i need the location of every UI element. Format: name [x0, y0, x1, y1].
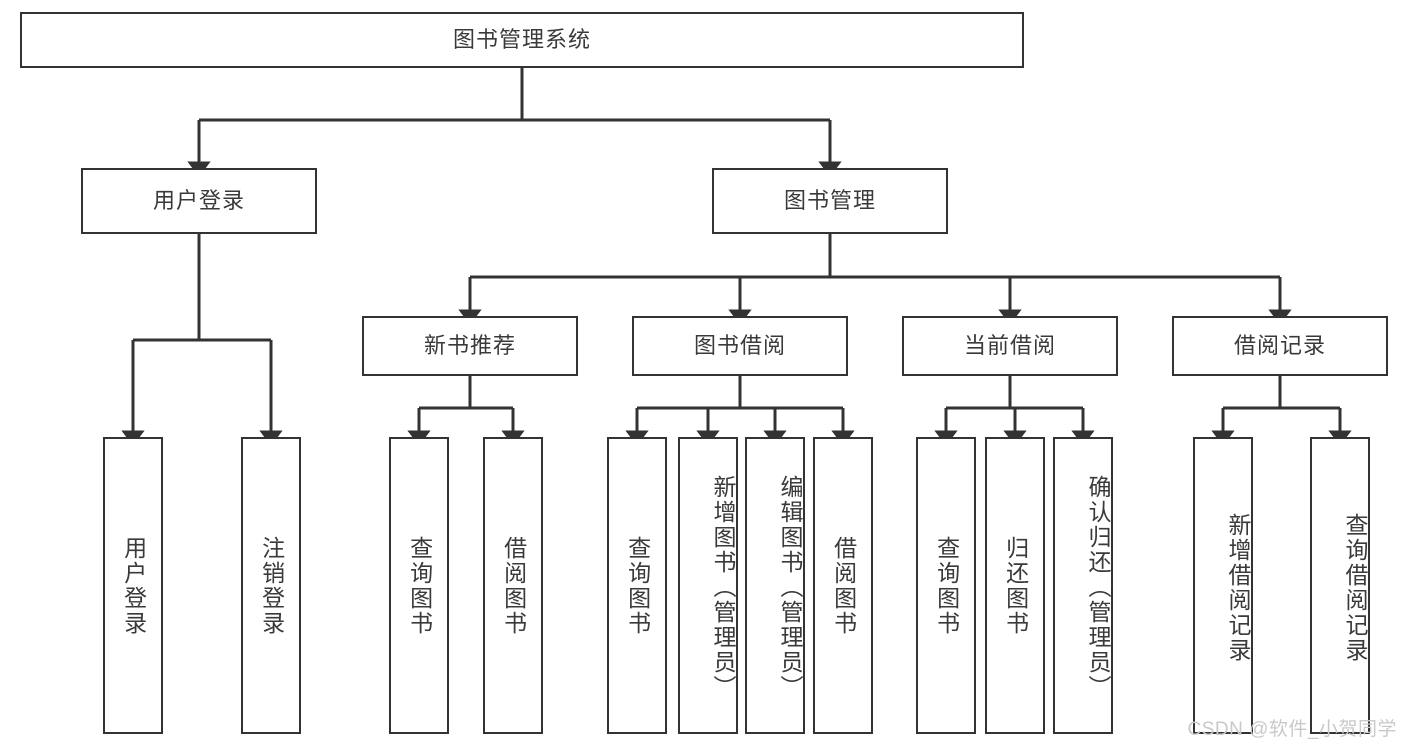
node-user-login[interactable]: 用户登录	[81, 168, 317, 234]
node-label: 借阅图书	[830, 535, 857, 636]
node-label: 归还图书	[1002, 535, 1029, 636]
node-leaf-bb-query[interactable]: 查询图书	[607, 437, 667, 734]
node-label: 借阅图书	[500, 535, 527, 636]
edge-group	[121, 68, 1352, 446]
node-leaf-cb-return[interactable]: 归还图书	[985, 437, 1045, 734]
node-label: 新增图书（管理员）	[710, 475, 736, 700]
node-leaf-bb-add[interactable]: 新增图书（管理员）	[678, 437, 738, 734]
node-label: 新书推荐	[423, 333, 516, 359]
node-label: 查询图书	[406, 535, 433, 636]
node-book-borrow[interactable]: 图书借阅	[632, 316, 848, 376]
node-book-mgmt[interactable]: 图书管理	[712, 168, 948, 234]
node-leaf-rec-query[interactable]: 查询图书	[389, 437, 449, 734]
node-label: 确认归还（管理员）	[1085, 475, 1111, 700]
node-label: 查询借阅记录	[1342, 512, 1368, 663]
node-label: 新增借阅记录	[1225, 512, 1251, 663]
node-leaf-cb-query[interactable]: 查询图书	[916, 437, 976, 734]
node-leaf-user-login[interactable]: 用户登录	[103, 437, 163, 734]
node-root[interactable]: 图书管理系统	[20, 12, 1024, 68]
node-borrow-record[interactable]: 借阅记录	[1172, 316, 1388, 376]
node-leaf-br-query[interactable]: 查询借阅记录	[1310, 437, 1370, 734]
node-leaf-bb-edit[interactable]: 编辑图书（管理员）	[745, 437, 805, 734]
node-leaf-bb-borrow[interactable]: 借阅图书	[813, 437, 873, 734]
node-label: 图书管理	[783, 188, 876, 214]
node-leaf-cb-confirm[interactable]: 确认归还（管理员）	[1053, 437, 1113, 734]
node-label: 编辑图书（管理员）	[777, 475, 803, 700]
node-leaf-logout[interactable]: 注销登录	[241, 437, 301, 734]
node-leaf-rec-borrow[interactable]: 借阅图书	[483, 437, 543, 734]
node-label: 注销登录	[258, 535, 285, 636]
watermark: CSDN @软件_小贺同学	[1187, 719, 1397, 740]
node-label: 当前借阅	[963, 333, 1056, 359]
node-label: 查询图书	[933, 535, 960, 636]
node-new-book-rec[interactable]: 新书推荐	[362, 316, 578, 376]
node-label: 查询图书	[624, 535, 651, 636]
node-label: 借阅记录	[1233, 333, 1326, 359]
node-label: 用户登录	[120, 535, 147, 636]
node-current-borrow[interactable]: 当前借阅	[902, 316, 1118, 376]
node-label: 用户登录	[152, 188, 245, 214]
node-label: 图书借阅	[693, 333, 786, 359]
node-label: 图书管理系统	[452, 27, 591, 53]
node-leaf-br-add[interactable]: 新增借阅记录	[1193, 437, 1253, 734]
